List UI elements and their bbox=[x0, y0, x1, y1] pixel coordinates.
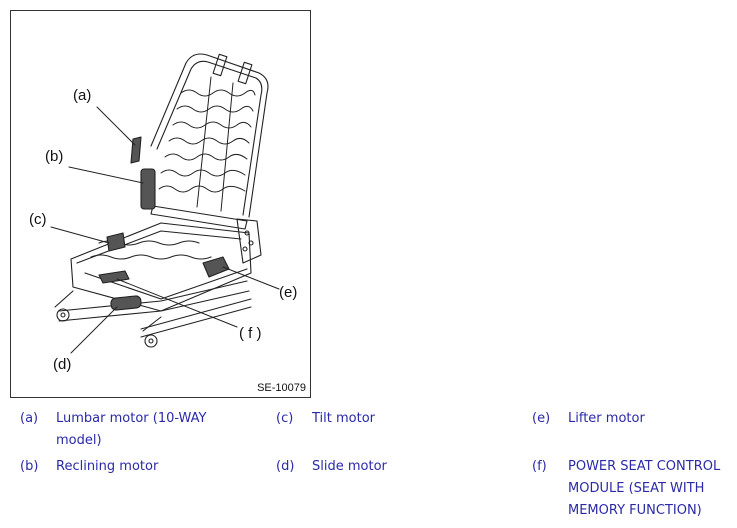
legend-desc: Slide motor bbox=[312, 459, 387, 474]
legend-desc: Reclining motor bbox=[56, 459, 159, 474]
callout-b-label: (b) bbox=[45, 148, 64, 165]
figure-id-label: SE-10079 bbox=[257, 382, 306, 394]
callout-d-label: (d) bbox=[53, 356, 72, 373]
legend-key: (f) bbox=[532, 459, 547, 474]
legend-key: (a) bbox=[20, 411, 39, 426]
legend-key: (b) bbox=[20, 459, 39, 474]
legend-desc: POWER SEAT CONTROL MODULE (SEAT WITH MEM… bbox=[568, 459, 721, 518]
legend-desc: Lumbar motor (10-WAY model) bbox=[56, 411, 207, 448]
legend-desc: Tilt motor bbox=[312, 411, 376, 426]
legend-key: (c) bbox=[276, 411, 294, 426]
callout-e-label: (e) bbox=[279, 284, 298, 301]
seat-diagram-figure: (a) (b) (c) (d) (e) ( f ) SE-10079 bbox=[10, 10, 311, 398]
callout-f-label: ( f ) bbox=[239, 325, 262, 342]
callout-c-label: (c) bbox=[29, 211, 47, 228]
callout-a-label: (a) bbox=[73, 87, 92, 104]
legend-key: (e) bbox=[532, 411, 551, 426]
legend-key: (d) bbox=[276, 459, 295, 474]
legend-desc: Lifter motor bbox=[568, 411, 645, 426]
seat-frame-drawing bbox=[50, 53, 280, 354]
